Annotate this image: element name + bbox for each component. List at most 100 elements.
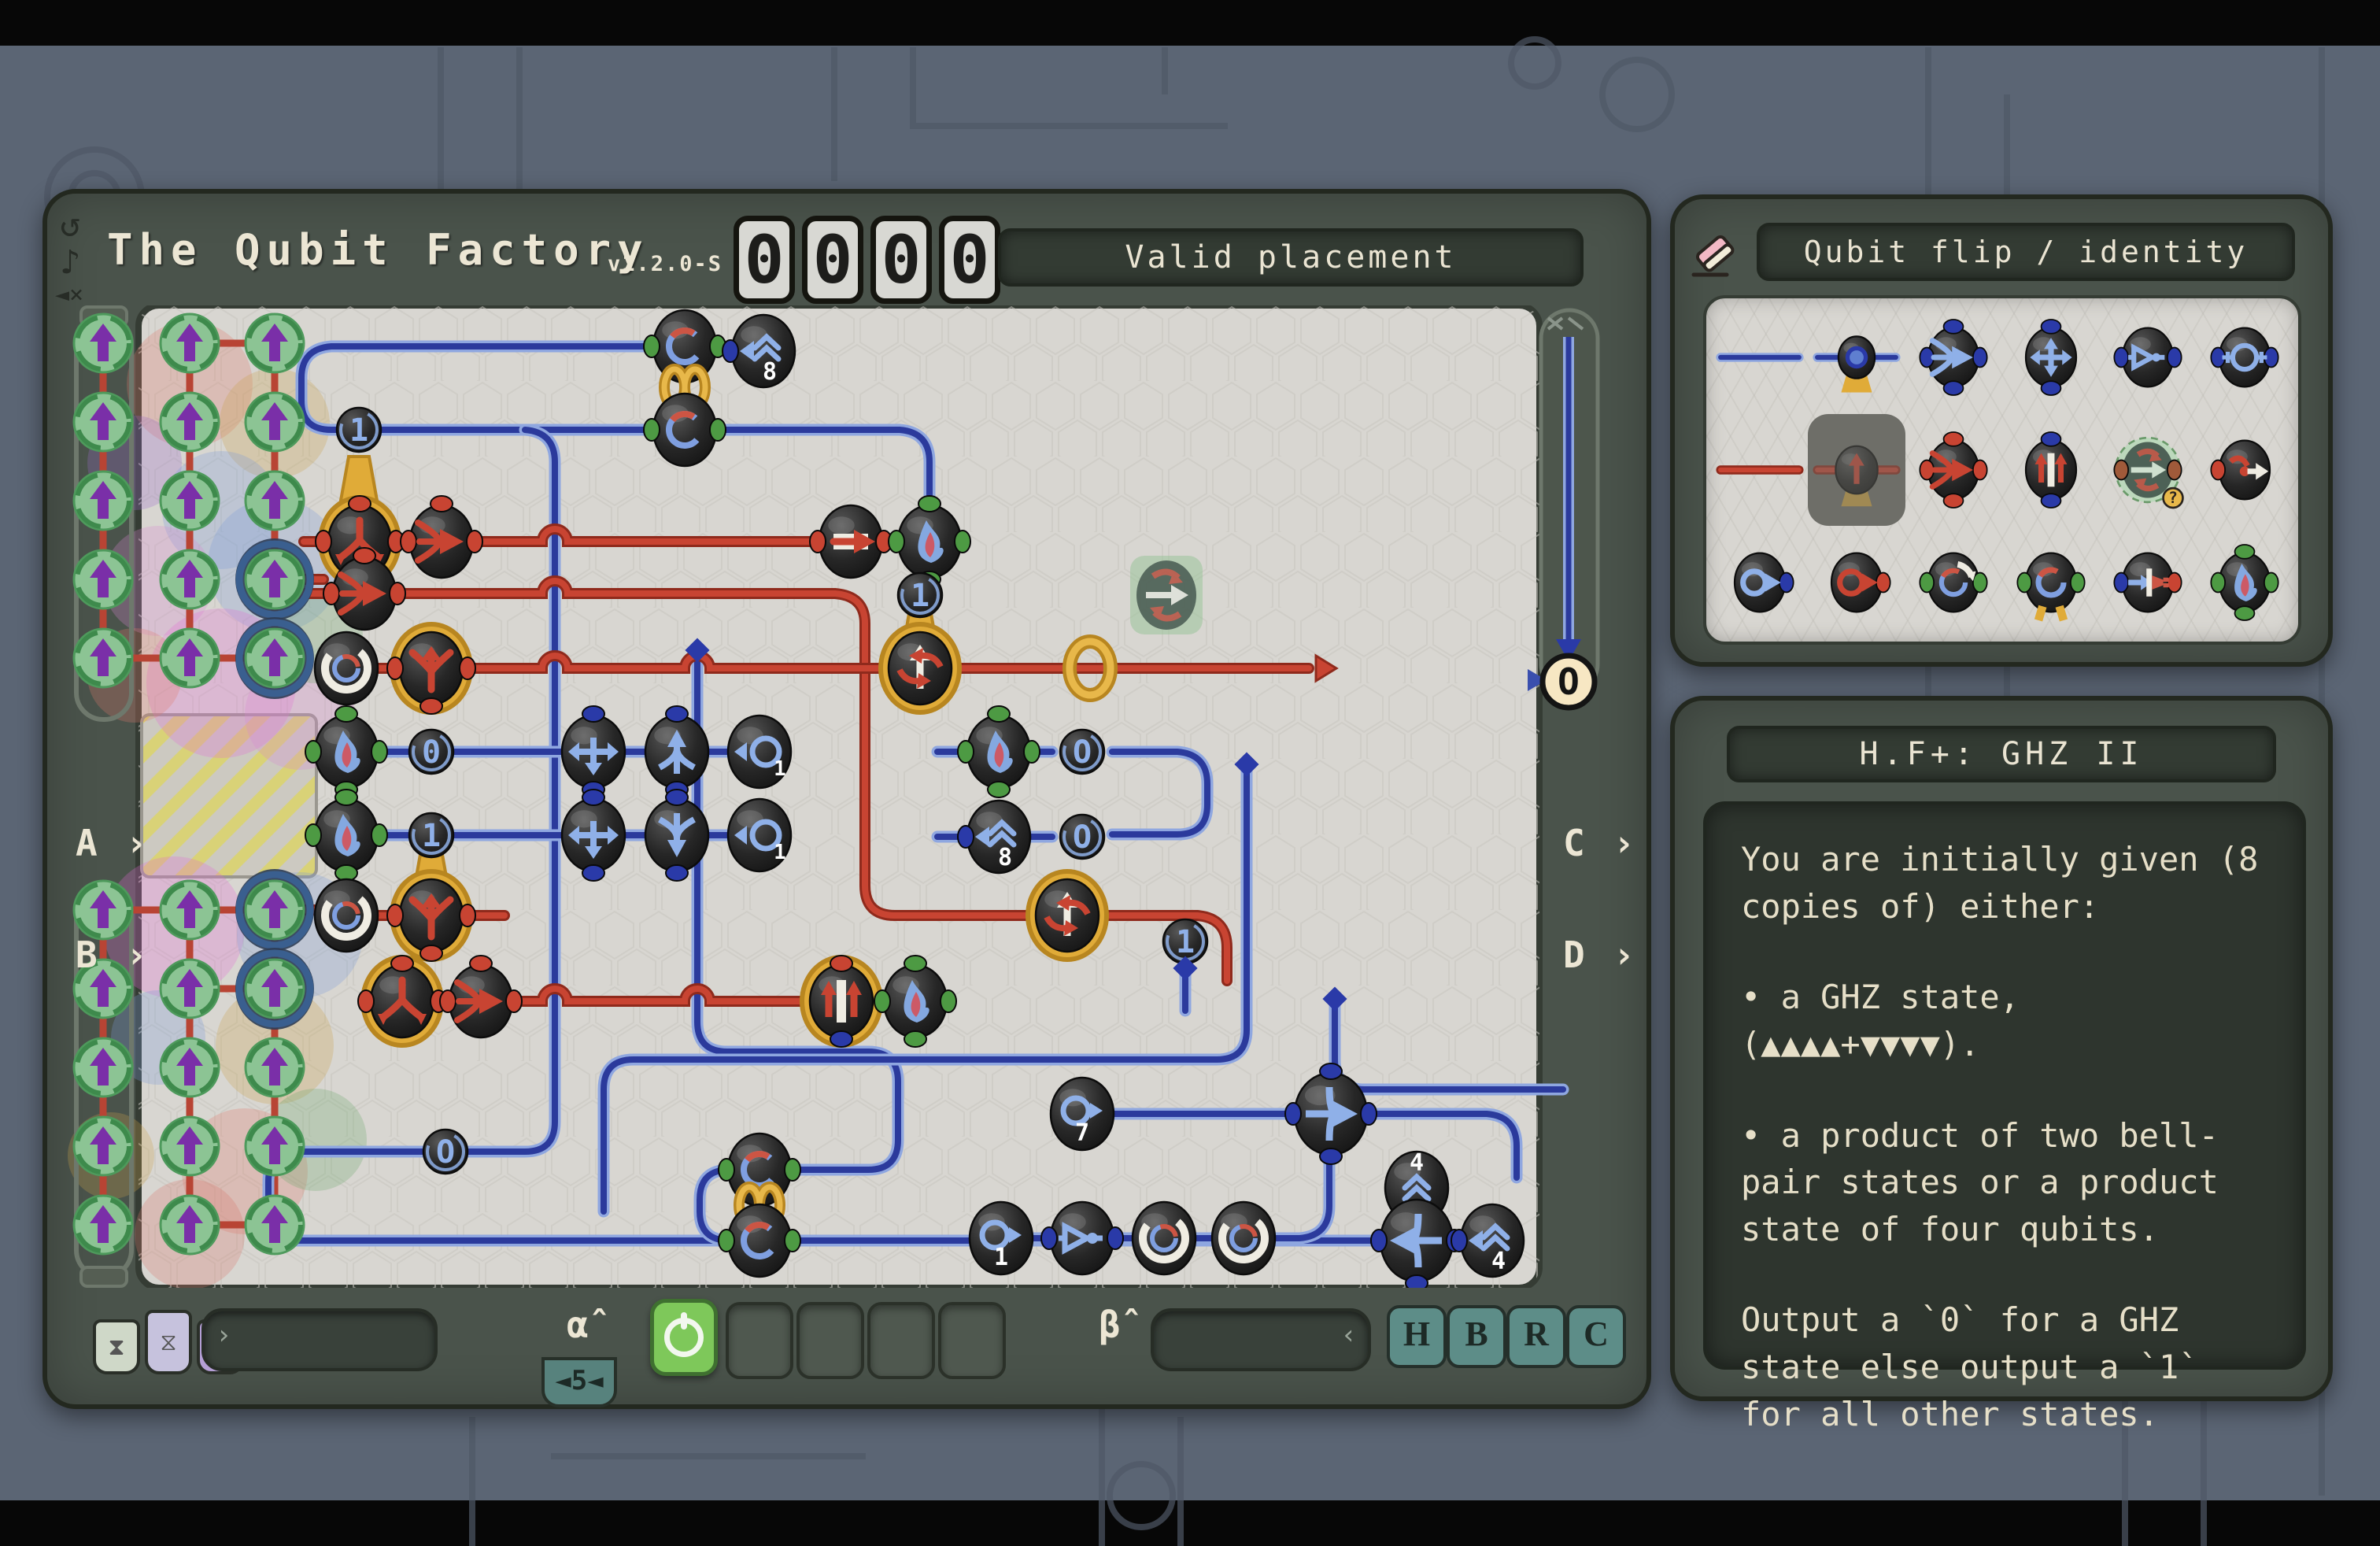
- relay-gate[interactable]: 8: [957, 799, 1032, 875]
- ringN-gate[interactable]: 1: [726, 714, 793, 790]
- button-r[interactable]: R: [1506, 1305, 1566, 1368]
- qubit-source[interactable]: [159, 1194, 220, 1256]
- qubit-source[interactable]: [244, 313, 305, 374]
- mergebig-gate[interactable]: [1284, 1063, 1377, 1165]
- qubit-source[interactable]: [72, 1037, 134, 1098]
- split4-gate[interactable]: [560, 705, 626, 798]
- qubit-source[interactable]: [159, 1115, 220, 1177]
- amp-gate[interactable]: [1040, 1200, 1124, 1276]
- qubit-source[interactable]: [159, 1037, 220, 1098]
- music-toggle-icon[interactable]: ♪: [60, 242, 81, 283]
- qubit-source[interactable]: [244, 1037, 305, 1098]
- palette-item-swap-gate[interactable]: ?: [2099, 414, 2196, 527]
- palette-item-blue-output-gate[interactable]: [1711, 526, 1808, 638]
- goldflip-gate[interactable]: [800, 955, 883, 1048]
- flask-icon[interactable]: ⧗: [93, 1319, 140, 1374]
- node-gate[interactable]: 1: [896, 571, 944, 619]
- qubit-source[interactable]: [244, 470, 305, 531]
- goldring-gate[interactable]: [1062, 634, 1118, 702]
- dial-gate[interactable]: [313, 631, 379, 706]
- qubit-source[interactable]: [72, 958, 134, 1019]
- qubit-source[interactable]: [235, 869, 314, 951]
- flask-icon[interactable]: ⧖: [145, 1310, 192, 1374]
- mergeR-gate[interactable]: [400, 495, 483, 579]
- palette-item-ring-stand-gate[interactable]: [2002, 526, 2099, 638]
- flameG-gate[interactable]: [957, 705, 1040, 798]
- palette-item-discard-gate[interactable]: [2197, 526, 2293, 638]
- palette-item-red-measure-gate[interactable]: [2197, 414, 2293, 527]
- eraser-icon[interactable]: [1687, 226, 1743, 281]
- palette-item-red-wire[interactable]: [1711, 414, 1808, 527]
- step-count-tab[interactable]: ◄5◄: [541, 1357, 617, 1407]
- mergeR-gate[interactable]: [323, 547, 406, 631]
- palette-item-blue-wire[interactable]: [1711, 301, 1808, 414]
- qubit-source[interactable]: [159, 391, 220, 453]
- qubit-source[interactable]: [235, 538, 314, 620]
- node-gate[interactable]: O: [1059, 813, 1106, 860]
- palette-item-blue-ring-gate[interactable]: [2197, 301, 2293, 414]
- qubit-source[interactable]: [72, 470, 134, 531]
- oring-gate[interactable]: [643, 309, 726, 384]
- redbar-gate[interactable]: [809, 504, 893, 579]
- qubit-source[interactable]: [159, 879, 220, 941]
- qubit-source[interactable]: [244, 391, 305, 453]
- node-gate[interactable]: 1: [408, 812, 455, 859]
- goldswap-gate[interactable]: [878, 622, 962, 715]
- beta-slider[interactable]: ‹: [1151, 1308, 1371, 1371]
- qubit-source[interactable]: [72, 549, 134, 610]
- qubit-source[interactable]: [72, 627, 134, 689]
- palette-item-red-output-gate[interactable]: [1808, 526, 1905, 638]
- qubit-source[interactable]: [72, 879, 134, 941]
- alpha-slider[interactable]: ›: [201, 1308, 438, 1371]
- qubit-source[interactable]: [244, 1194, 305, 1256]
- goldD-gate[interactable]: [357, 955, 447, 1048]
- goldswap-gate[interactable]: [1026, 869, 1109, 962]
- mergeR-gate[interactable]: [439, 955, 523, 1039]
- undo-icon[interactable]: ↺: [60, 205, 81, 245]
- palette-item-qubit-flip-identity[interactable]: [1808, 413, 1905, 527]
- rend-gate[interactable]: [1314, 653, 1339, 683]
- qubit-source[interactable]: [159, 958, 220, 1019]
- qubit-source[interactable]: [235, 948, 314, 1030]
- flameG-gate[interactable]: [874, 955, 957, 1048]
- mute-toggle-icon[interactable]: ◄×: [55, 281, 84, 309]
- mergeD-gate[interactable]: [644, 789, 710, 882]
- measd-gate[interactable]: [1210, 1200, 1277, 1276]
- split4-gate[interactable]: [560, 789, 626, 882]
- goldU-gate[interactable]: [386, 622, 476, 715]
- qubit-source[interactable]: [72, 313, 134, 374]
- qubit-source[interactable]: [159, 313, 220, 374]
- qubit-source[interactable]: [72, 1115, 134, 1177]
- flameG-gate[interactable]: [305, 789, 388, 882]
- palette-item-red-flip-gate[interactable]: [2002, 414, 2099, 527]
- node-gate[interactable]: 1: [335, 406, 382, 453]
- button-h[interactable]: H: [1387, 1305, 1447, 1368]
- qubit-source[interactable]: [159, 549, 220, 610]
- node-gate[interactable]: O: [422, 1128, 469, 1175]
- measd-gate[interactable]: [1131, 1200, 1197, 1276]
- button-c[interactable]: C: [1566, 1305, 1626, 1368]
- goldU-gate[interactable]: [386, 869, 476, 962]
- oring-gate[interactable]: [643, 392, 726, 468]
- palette-item-red-merge-gate[interactable]: [1905, 414, 2002, 527]
- ringN-gate[interactable]: 1: [726, 797, 793, 873]
- empty-slot[interactable]: [867, 1302, 935, 1379]
- qubit-source[interactable]: [72, 391, 134, 453]
- qubit-source[interactable]: [159, 627, 220, 689]
- oring-gate[interactable]: [718, 1203, 801, 1278]
- qubit-source[interactable]: [159, 470, 220, 531]
- qubit-source[interactable]: [72, 1194, 134, 1256]
- qubit-source[interactable]: [235, 617, 314, 699]
- palette-item-blue-split-gate[interactable]: [2002, 301, 2099, 414]
- palette-item-rotate-ring-gate[interactable]: [1905, 526, 2002, 638]
- palette-item-blue-merge-gate[interactable]: [1905, 301, 2002, 414]
- gateN-gate[interactable]: 7: [1049, 1076, 1115, 1152]
- empty-slot[interactable]: [726, 1302, 793, 1379]
- empty-slot[interactable]: [796, 1302, 864, 1379]
- power-button[interactable]: [650, 1299, 718, 1376]
- qubit-source[interactable]: [244, 1115, 305, 1177]
- palette-item-funnel-gate[interactable]: [2099, 526, 2196, 638]
- empty-slot[interactable]: [938, 1302, 1006, 1379]
- node-gate[interactable]: O: [1059, 728, 1106, 775]
